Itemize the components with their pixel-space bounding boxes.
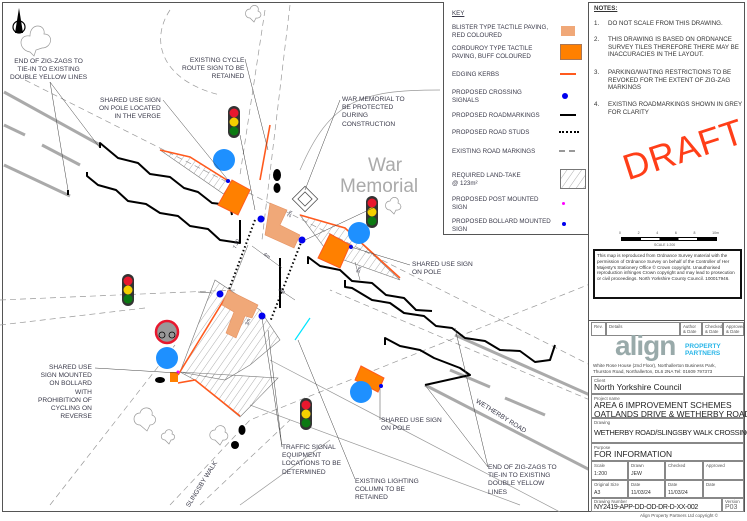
tactile-paving [170, 179, 385, 393]
scale-bar [621, 237, 717, 241]
key-title: KEY [452, 10, 465, 17]
road-studs [227, 219, 303, 323]
key-item-label: PROPOSED CROSSING SIGNALS [452, 89, 522, 104]
key-symbol-kerb [560, 73, 576, 75]
zig-zag-markings [67, 142, 556, 386]
checked-field: Checked [665, 461, 703, 480]
key-item-label: PROPOSED BOLLARD MOUNTED SIGN [452, 218, 551, 233]
approved-field: Approved [703, 461, 744, 480]
key-item-label: EXISTING ROAD MARKINGS [452, 148, 536, 155]
company-address: White Rose House (2nd Floor), Northaller… [593, 363, 716, 374]
north-arrow-icon [12, 8, 26, 34]
key-item-label: PROPOSED POST MOUNTED SIGN [452, 196, 539, 211]
scale-label: SCALE 1:200 [654, 243, 676, 247]
note-item: 4.EXISTING ROADMARKINGS SHOWN IN GREY FO… [594, 101, 742, 116]
copyright-footer: Align Property Partners Ltd copyright © [640, 513, 719, 518]
key-legend: KEY BLISTER TYPE TACTILE PAVING, RED COL… [443, 2, 588, 235]
rev-header: Author & Date [680, 322, 702, 336]
key-symbol-post-sign [562, 202, 565, 205]
company-logo: align [615, 330, 676, 361]
shared-use-sign-icons [156, 149, 372, 403]
key-item-label: PROPOSED ROADMARKINGS [452, 112, 540, 119]
note-item: 1.DO NOT SCALE FROM THIS DRAWING. [594, 20, 723, 27]
rev-header: Checked & Date [702, 322, 723, 336]
no-cycling-sign-icon [154, 319, 180, 345]
key-symbol-studs [559, 131, 579, 133]
rev-header: Details [606, 322, 680, 336]
notes-panel: NOTES: 1.DO NOT SCALE FROM THIS DRAWING.… [588, 2, 745, 320]
title-block: Rev. Details Author & Date Checked & Dat… [588, 320, 747, 512]
key-symbol-existing [559, 150, 575, 152]
tree-icons [20, 5, 402, 446]
note-item: 2.THIS DRAWING IS BASED ON ORDNANCE SURV… [594, 36, 739, 58]
drawing-frame [2, 2, 745, 512]
key-symbol-corduroy [560, 44, 582, 60]
key-item-label: PROPOSED ROAD STUDS [452, 129, 530, 136]
pedestrian-cyclist-icons [155, 169, 281, 449]
key-symbol-bollard-sign [562, 222, 566, 226]
os-copyright: This map is reproduced from Ordnance Sur… [593, 249, 742, 299]
key-item-label: REQUIRED LAND-TAKE@ 123m² [452, 172, 521, 187]
key-symbol-roadmarking [560, 114, 576, 116]
site-plan [0, 4, 588, 512]
existing-road-markings [3, 90, 588, 471]
key-item-label: EDGING KERBS [452, 71, 500, 78]
note-item: 3.PARKING/WAITING RESTRICTIONS TO BE REV… [594, 69, 732, 91]
key-symbol-signal [562, 93, 568, 99]
key-symbol-hatch [560, 169, 586, 189]
key-item-label: CORDUROY TYPE TACTILE PAVING, BUFF COLOU… [452, 45, 533, 60]
notes-title: NOTES: [594, 5, 618, 12]
crossing-signals [216, 179, 383, 388]
key-item-label: BLISTER TYPE TACTILE PAVING, RED COLOURE… [452, 24, 549, 39]
leader-lines [49, 58, 489, 480]
date-field: Date [703, 480, 744, 498]
war-memorial-icon [291, 185, 319, 213]
edging-kerbs [159, 124, 401, 417]
rev-header: Rev. [591, 322, 606, 336]
key-symbol-blister [561, 26, 575, 36]
rev-header: Approved & Date [723, 322, 745, 336]
